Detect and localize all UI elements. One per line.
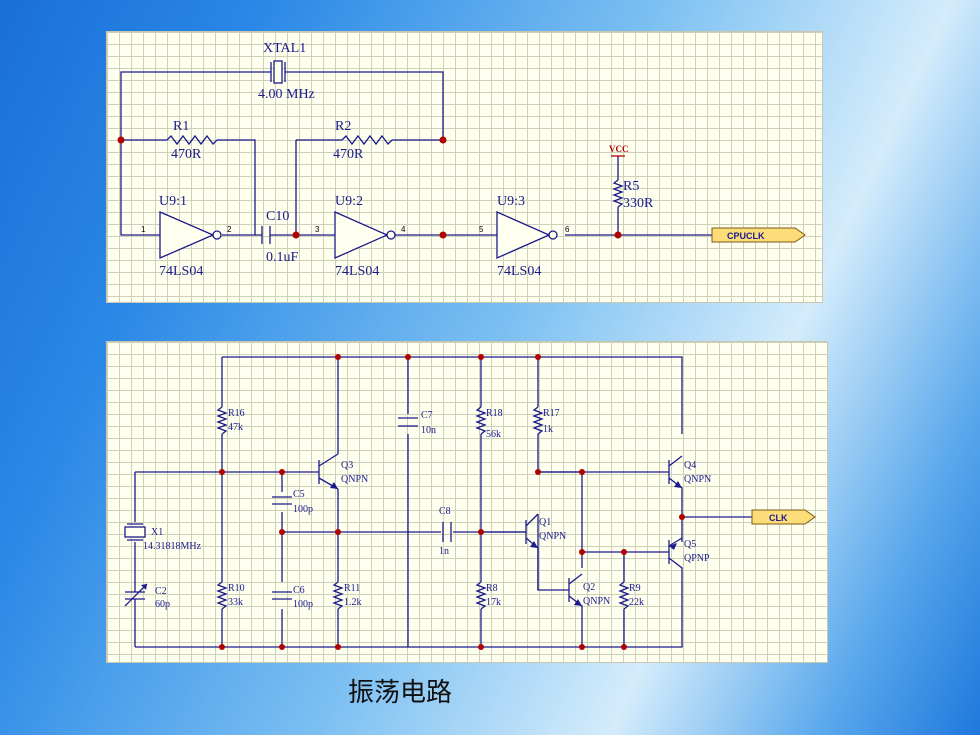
u9-1-ref: U9:1 [159,194,187,209]
transistor-q1: Q1 QNPN [525,513,566,590]
clk-port: CLK [751,509,816,525]
c6-ref: C6 [293,585,305,596]
r9-ref: R9 [629,583,641,594]
cpuclk-label: CPUCLK [727,231,765,241]
wires [134,356,752,648]
c7-ref: C7 [421,410,433,421]
resistor-r17: R17 1k [532,406,560,435]
r5-value: 330R [623,196,654,211]
q4-type: QNPN [684,474,711,485]
u9-2-pin-out: 4 [401,225,406,234]
capacitor-c7: C7 10n [398,410,436,436]
c5-ref: C5 [293,489,305,500]
schematic-bottom-svg: X1 14.31818MHz C2 60p R16 47k R10 33k C5… [124,354,816,650]
q1-type: QNPN [539,531,566,542]
c10-ref: C10 [266,209,289,224]
u9-1-pin-out: 2 [227,225,232,234]
r16-value: 47k [228,422,243,433]
capacitor-c8: C8 1n [439,506,452,557]
q5-ref: Q5 [684,539,696,550]
q1-ref: Q1 [539,517,551,528]
r11-value: 1.2k [344,597,362,608]
r16-ref: R16 [228,408,245,419]
resistor-r16: R16 47k [216,406,245,435]
u9-1-part: 74LS04 [159,264,203,279]
u9-2-part: 74LS04 [335,264,379,279]
crystal-xtal1: XTAL1 4.00 MHz [258,41,315,102]
c2-ref: C2 [155,586,167,597]
schematic-top-svg: XTAL1 4.00 MHz R1 470R R2 470R C10 0.1uF… [117,41,806,279]
r10-value: 33k [228,597,243,608]
r18-ref: R18 [486,408,503,419]
wires [120,71,712,236]
clk-label: CLK [769,513,788,523]
transistor-q4: Q4 QNPN [668,455,711,517]
transistor-q2: Q2 QNPN [568,573,610,612]
u9-3-pin-in: 5 [479,225,484,234]
r11-ref: R11 [344,583,360,594]
capacitor-c2: C2 60p [124,582,170,610]
junctions [117,136,622,239]
r8-ref: R8 [486,583,498,594]
crystal-x1: X1 14.31818MHz [124,523,202,552]
capacitor-c6: C6 100p [272,585,313,610]
vcc-label: VCC [609,144,629,154]
r2-value: 470R [333,147,364,162]
oscillator-schematic-bottom: X1 14.31818MHz C2 60p R16 47k R10 33k C5… [106,341,828,663]
u9-3-pin-out: 6 [565,225,570,234]
q3-ref: Q3 [341,460,353,471]
u9-1-pin-in: 1 [141,225,146,234]
c6-value: 100p [293,599,313,610]
q2-ref: Q2 [583,582,595,593]
xtal1-ref: XTAL1 [263,41,306,56]
u9-2-pin-in: 3 [315,225,320,234]
resistor-r1: R1 470R [166,119,218,162]
c8-ref: C8 [439,506,451,517]
q2-type: QNPN [583,596,610,607]
x1-value: 14.31818MHz [143,541,202,552]
resistor-r5: R5 330R [612,179,654,211]
r1-value: 470R [171,147,202,162]
resistor-r18: R18 56k [475,406,503,440]
u9-3-ref: U9:3 [497,194,525,209]
c5-value: 100p [293,504,313,515]
resistor-r10: R10 33k [216,581,245,610]
oscillator-schematic-top: XTAL1 4.00 MHz R1 470R R2 470R C10 0.1uF… [106,31,823,303]
u9-3-part: 74LS04 [497,264,541,279]
resistor-r8: R8 17k [475,581,501,610]
transistor-q5: Q5 QPNP [668,537,710,596]
transistor-q3: Q3 QNPN [318,453,368,490]
r18-value: 56k [486,429,501,440]
inverter-u9-3: U9:3 74LS04 5 6 [479,194,570,279]
r1-ref: R1 [173,119,189,134]
capacitor-c10: C10 0.1uF [261,209,299,265]
r10-ref: R10 [228,583,245,594]
r2-ref: R2 [335,119,351,134]
r5-ref: R5 [623,179,639,194]
c2-value: 60p [155,599,170,610]
q5-type: QPNP [684,553,710,564]
inverter-u9-2: U9:2 74LS04 3 4 [315,194,406,279]
capacitor-c5: C5 100p [272,489,313,515]
c10-value: 0.1uF [266,250,299,265]
slide-caption: 振荡电路 [347,678,452,708]
q4-ref: Q4 [684,460,696,471]
cpuclk-port: CPUCLK [711,227,806,243]
r8-value: 17k [486,597,501,608]
resistor-r9: R9 22k [618,581,644,610]
resistor-r11: R11 1.2k [332,581,362,610]
r9-value: 22k [629,597,644,608]
xtal1-value: 4.00 MHz [258,87,315,102]
c7-value: 10n [421,425,436,436]
inverter-u9-1: U9:1 74LS04 1 2 [141,194,232,279]
junctions [219,354,685,650]
r17-ref: R17 [543,408,560,419]
vcc-supply: VCC [609,144,629,157]
resistor-r2: R2 470R [333,119,393,162]
x1-ref: X1 [151,527,163,538]
c8-value: 1n [439,546,449,557]
r17-value: 1k [543,424,553,435]
q3-type: QNPN [341,474,368,485]
u9-2-ref: U9:2 [335,194,363,209]
